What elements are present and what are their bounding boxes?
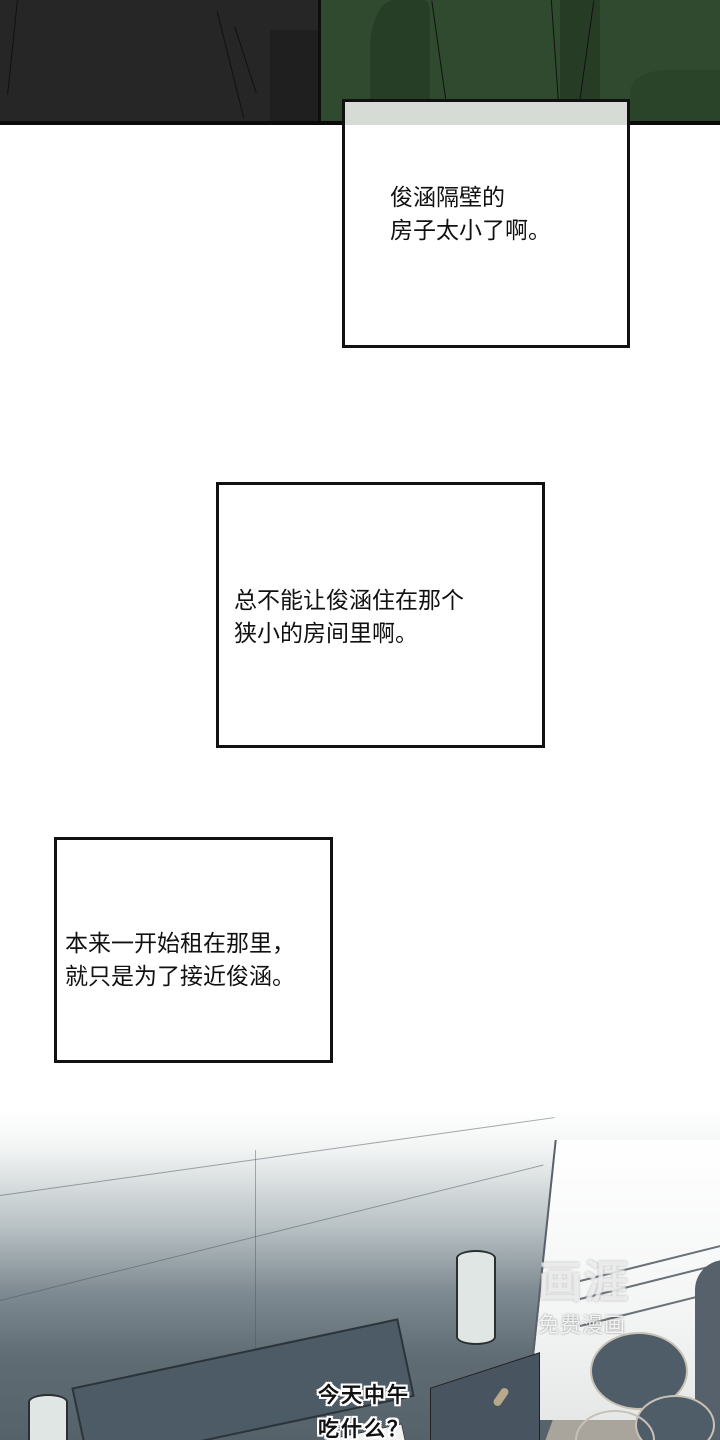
- wall-panel-line: [255, 1150, 256, 1410]
- watermark-logo: 画涯: [538, 1257, 630, 1308]
- watermark: 画涯 免费漫画: [538, 1258, 663, 1338]
- cylinder-lamp: [28, 1394, 68, 1440]
- caption-text-2: 总不能让俊涵住在那个 狭小的房间里啊。: [234, 588, 464, 647]
- bedroom-scene-panel: [0, 1110, 720, 1440]
- round-stool: [590, 1332, 688, 1410]
- caption-box-1: 俊涵隔壁的 房子太小了啊。: [342, 99, 630, 348]
- watermark-subtitle: 免费漫画: [538, 1313, 626, 1337]
- caption-text-3: 本来一开始租在那里， 就只是为了接近俊涵。: [65, 931, 295, 990]
- dialogue-text: 今天中午 吃什么？: [318, 1383, 410, 1440]
- caption-box-3: 本来一开始租在那里， 就只是为了接近俊涵。: [54, 837, 333, 1063]
- dark-clothing-shade: [270, 30, 325, 121]
- dark-clothing: [0, 0, 322, 121]
- caption-box-2: 总不能让俊涵住在那个 狭小的房间里啊。: [216, 482, 545, 748]
- caption-text-1: 俊涵隔壁的 房子太小了啊。: [390, 185, 551, 244]
- cylinder-lamp: [456, 1250, 496, 1345]
- caption-overlap-strip: [345, 102, 627, 125]
- green-clothing-fold: [630, 70, 720, 121]
